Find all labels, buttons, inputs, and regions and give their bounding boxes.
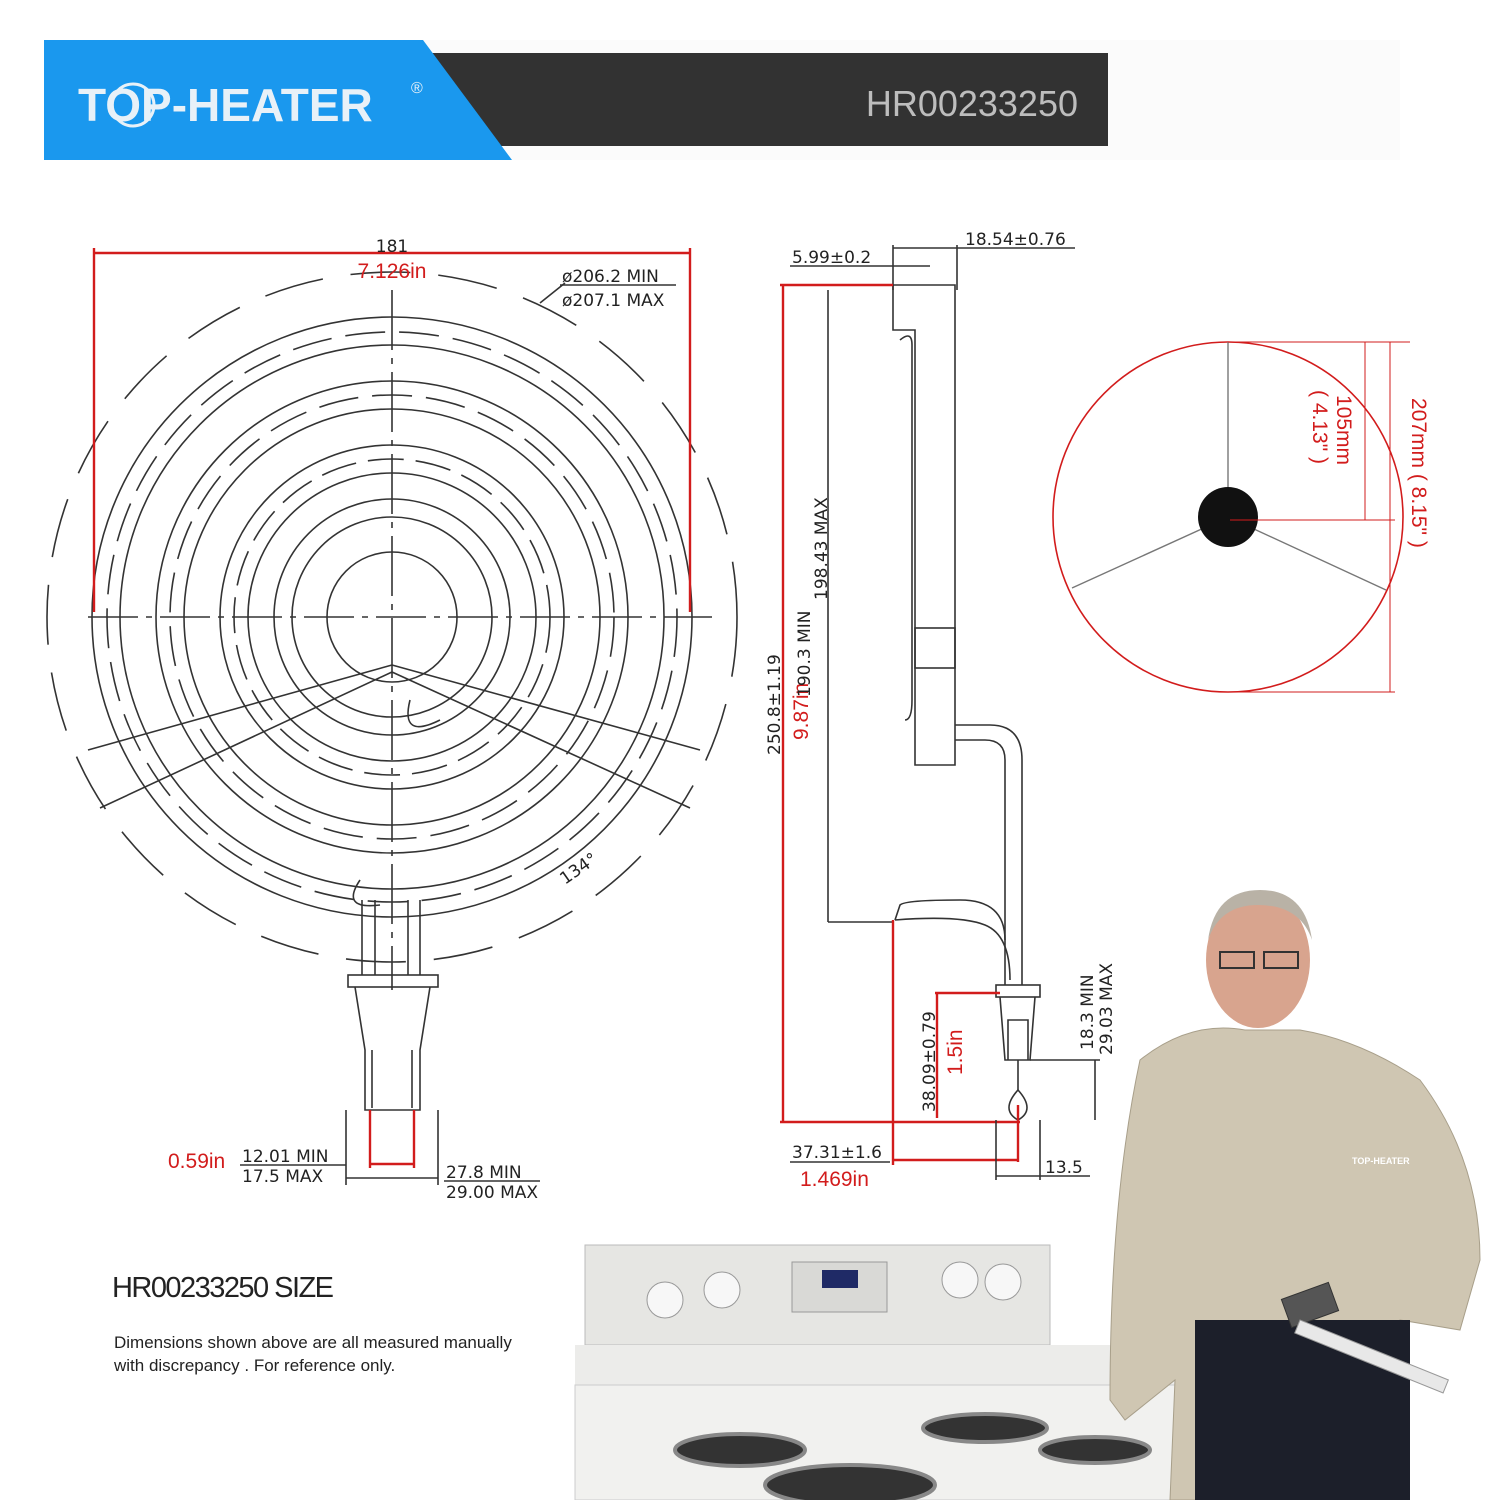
radius-mm-label: 105mm bbox=[1332, 395, 1355, 465]
width-in-label: 7.126in bbox=[358, 260, 427, 283]
terminal-gap-in-label: 0.59in bbox=[168, 1150, 225, 1173]
center-hub bbox=[1198, 487, 1258, 547]
coil-length-max-label: 198.43 MAX bbox=[812, 497, 832, 600]
terminal-length-in-label: 1.5in bbox=[944, 1029, 967, 1075]
terminal-height-max-label: 29.03 MAX bbox=[1097, 963, 1117, 1055]
globe-icon bbox=[110, 82, 156, 128]
stove-knob bbox=[941, 1261, 979, 1299]
burner bbox=[921, 1412, 1049, 1444]
stove-knob bbox=[984, 1263, 1022, 1301]
digital-caliper bbox=[1280, 1281, 1340, 1329]
registered-mark: ® bbox=[411, 80, 423, 97]
offset-label: 37.31±1.6 bbox=[792, 1143, 882, 1163]
support-bracket-drawing: 105mm ( 4.13" ) 207mm ( 8.15" ) bbox=[1052, 341, 1430, 693]
presenter-face bbox=[1206, 892, 1310, 1028]
brand-block bbox=[44, 40, 512, 160]
width-mm-label: 181 bbox=[376, 237, 408, 257]
radius-in-label: ( 4.13" ) bbox=[1308, 390, 1331, 464]
lead-width-max-label: 29.00 MAX bbox=[446, 1183, 538, 1203]
size-title: HR00233250 SIZE bbox=[112, 1272, 334, 1304]
note-line-1: Dimensions shown above are all measured … bbox=[114, 1333, 512, 1352]
total-thickness-label: 18.54±0.76 bbox=[965, 230, 1066, 250]
angle-label: 134° bbox=[556, 849, 601, 889]
terminal-gap-max-label: 17.5 MAX bbox=[242, 1167, 324, 1187]
diameter-min-label: ø206.2 MIN bbox=[562, 267, 659, 287]
stove-knob bbox=[703, 1271, 741, 1309]
shirt-logo: TOP-HEATER bbox=[1352, 1156, 1410, 1166]
side-view-drawing: 5.99±0.2 18.54±0.76 250.8±1.19 9.87in 19… bbox=[765, 230, 1117, 1191]
terminal-gap-min-label: 12.01 MIN bbox=[242, 1147, 328, 1167]
burner bbox=[1038, 1435, 1152, 1465]
burner bbox=[673, 1432, 807, 1468]
stove-photo bbox=[574, 1244, 1295, 1500]
total-length-in-label: 9.87in bbox=[790, 683, 813, 740]
coil-length-min-label: 190.3 MIN bbox=[795, 611, 815, 697]
burner bbox=[763, 1463, 937, 1500]
model-number: HR00233250 bbox=[866, 83, 1078, 124]
stove-knob bbox=[646, 1281, 684, 1319]
terminal-width-label: 13.5 bbox=[1045, 1158, 1083, 1178]
side-thickness-label: 5.99±0.2 bbox=[792, 248, 871, 268]
offset-in-label: 1.469in bbox=[800, 1168, 869, 1191]
brand-logo: TOP-HEATER bbox=[78, 79, 373, 131]
terminal-length-label: 38.09±0.79 bbox=[920, 1011, 940, 1112]
lead-width-min-label: 27.8 MIN bbox=[446, 1163, 522, 1183]
terminal-height-min-label: 18.3 MIN bbox=[1078, 974, 1098, 1050]
diameter-label: 207mm ( 8.15" ) bbox=[1407, 398, 1430, 548]
presenter-photo: TOP-HEATER bbox=[1109, 890, 1481, 1500]
total-length-label: 250.8±1.19 bbox=[765, 654, 785, 755]
model-bar bbox=[430, 53, 1108, 146]
diameter-max-label: ø207.1 MAX bbox=[562, 291, 665, 311]
top-view-drawing: 181 7.126in ø206.2 MIN ø207.1 MAX 134° 0… bbox=[46, 237, 738, 1203]
note-line-2: with discrepancy . For reference only. bbox=[113, 1356, 395, 1375]
header-banner: TOP-HEATER ® HR00233250 bbox=[44, 40, 1400, 160]
